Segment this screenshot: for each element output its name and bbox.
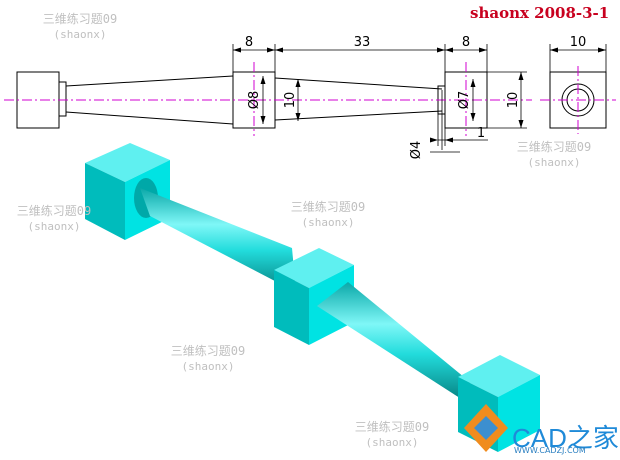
dim-10-mid: 10 <box>283 92 298 109</box>
dim-dia8: Ø8 <box>247 91 262 110</box>
author-date-label: shaonx 2008-3-1 <box>470 4 610 22</box>
watermark-6: 三维练习题09(shaonx) <box>354 420 430 449</box>
cad-logo-icon <box>464 404 508 452</box>
dim-10-top: 10 <box>570 35 587 50</box>
watermark-5: 三维练习题09(shaonx) <box>170 344 246 373</box>
taper-line-right-top <box>274 77 443 90</box>
isometric-model <box>85 143 540 452</box>
watermark-4: 三维练习题09(shaonx) <box>290 200 366 229</box>
dim-dia7: Ø7 <box>457 91 472 110</box>
dim-1: 1 <box>477 126 485 141</box>
watermark-1: 三维练习题09(shaonx) <box>42 12 118 41</box>
dim-10-right: 10 <box>506 92 521 109</box>
dim-dia4: Ø4 <box>409 141 424 160</box>
left-collar <box>58 81 67 117</box>
taper-line-left-top <box>65 75 234 87</box>
dim-8-right: 8 <box>462 35 470 50</box>
taper-line-right-bottom <box>274 110 443 121</box>
taper-shaft-2 <box>317 282 470 402</box>
watermark-2: 三维练习题09(shaonx) <box>516 140 592 169</box>
watermark-3: 三维练习题09(shaonx) <box>16 204 92 233</box>
centerlines <box>4 62 616 136</box>
arrowheads <box>233 47 606 143</box>
cad-logo-text: CAD之家 <box>512 423 619 453</box>
cad-logo-url: WWW.CADZJ.COM <box>514 446 586 455</box>
dim-33: 33 <box>354 35 371 50</box>
taper-line-left-bottom <box>65 111 234 125</box>
dim-8-left: 8 <box>245 35 253 50</box>
taper-shaft-1 <box>140 188 296 292</box>
